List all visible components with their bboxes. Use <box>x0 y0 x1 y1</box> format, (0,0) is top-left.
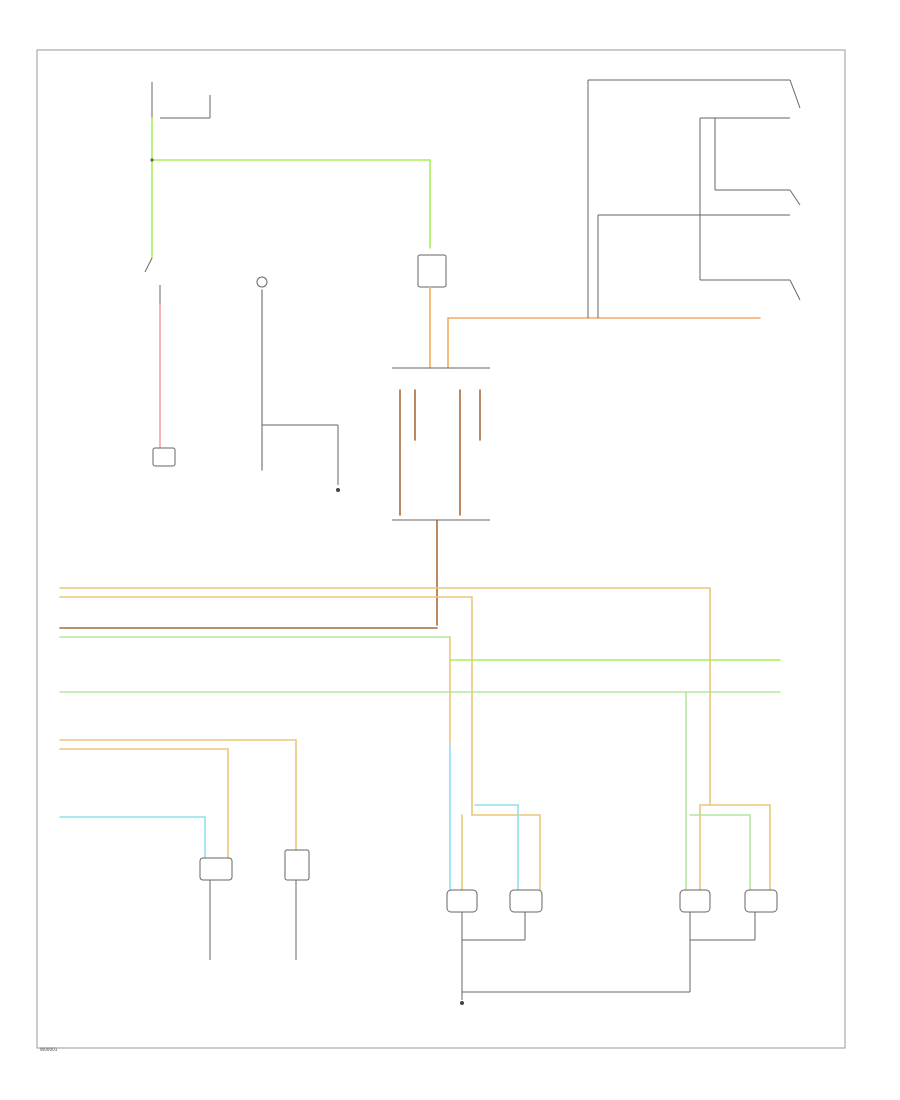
lamp-box <box>509 889 543 913</box>
right-switch-group <box>587 79 801 318</box>
lamp-box <box>446 889 478 913</box>
module-ground-branch <box>256 276 340 492</box>
harness-feeds <box>59 587 781 818</box>
diagram-frame <box>36 49 846 1049</box>
connector-box <box>152 447 176 467</box>
fuse-feed-branch <box>144 82 431 467</box>
lower-left-lamps <box>199 739 310 960</box>
right-rear-lamps <box>679 587 778 992</box>
left-rear-lamps <box>446 596 690 1005</box>
footer-code: W00001 <box>40 1047 58 1052</box>
ground-symbol <box>256 276 268 288</box>
hazard-switch-block <box>392 254 761 626</box>
ground-dot <box>336 488 340 492</box>
splice-dot <box>150 158 154 162</box>
lamp-box <box>199 857 233 881</box>
lamp-box <box>744 889 778 913</box>
lamp-box <box>679 889 711 913</box>
ground-dot <box>460 1001 464 1005</box>
switch-box <box>417 254 447 288</box>
lamp-box <box>284 849 310 881</box>
